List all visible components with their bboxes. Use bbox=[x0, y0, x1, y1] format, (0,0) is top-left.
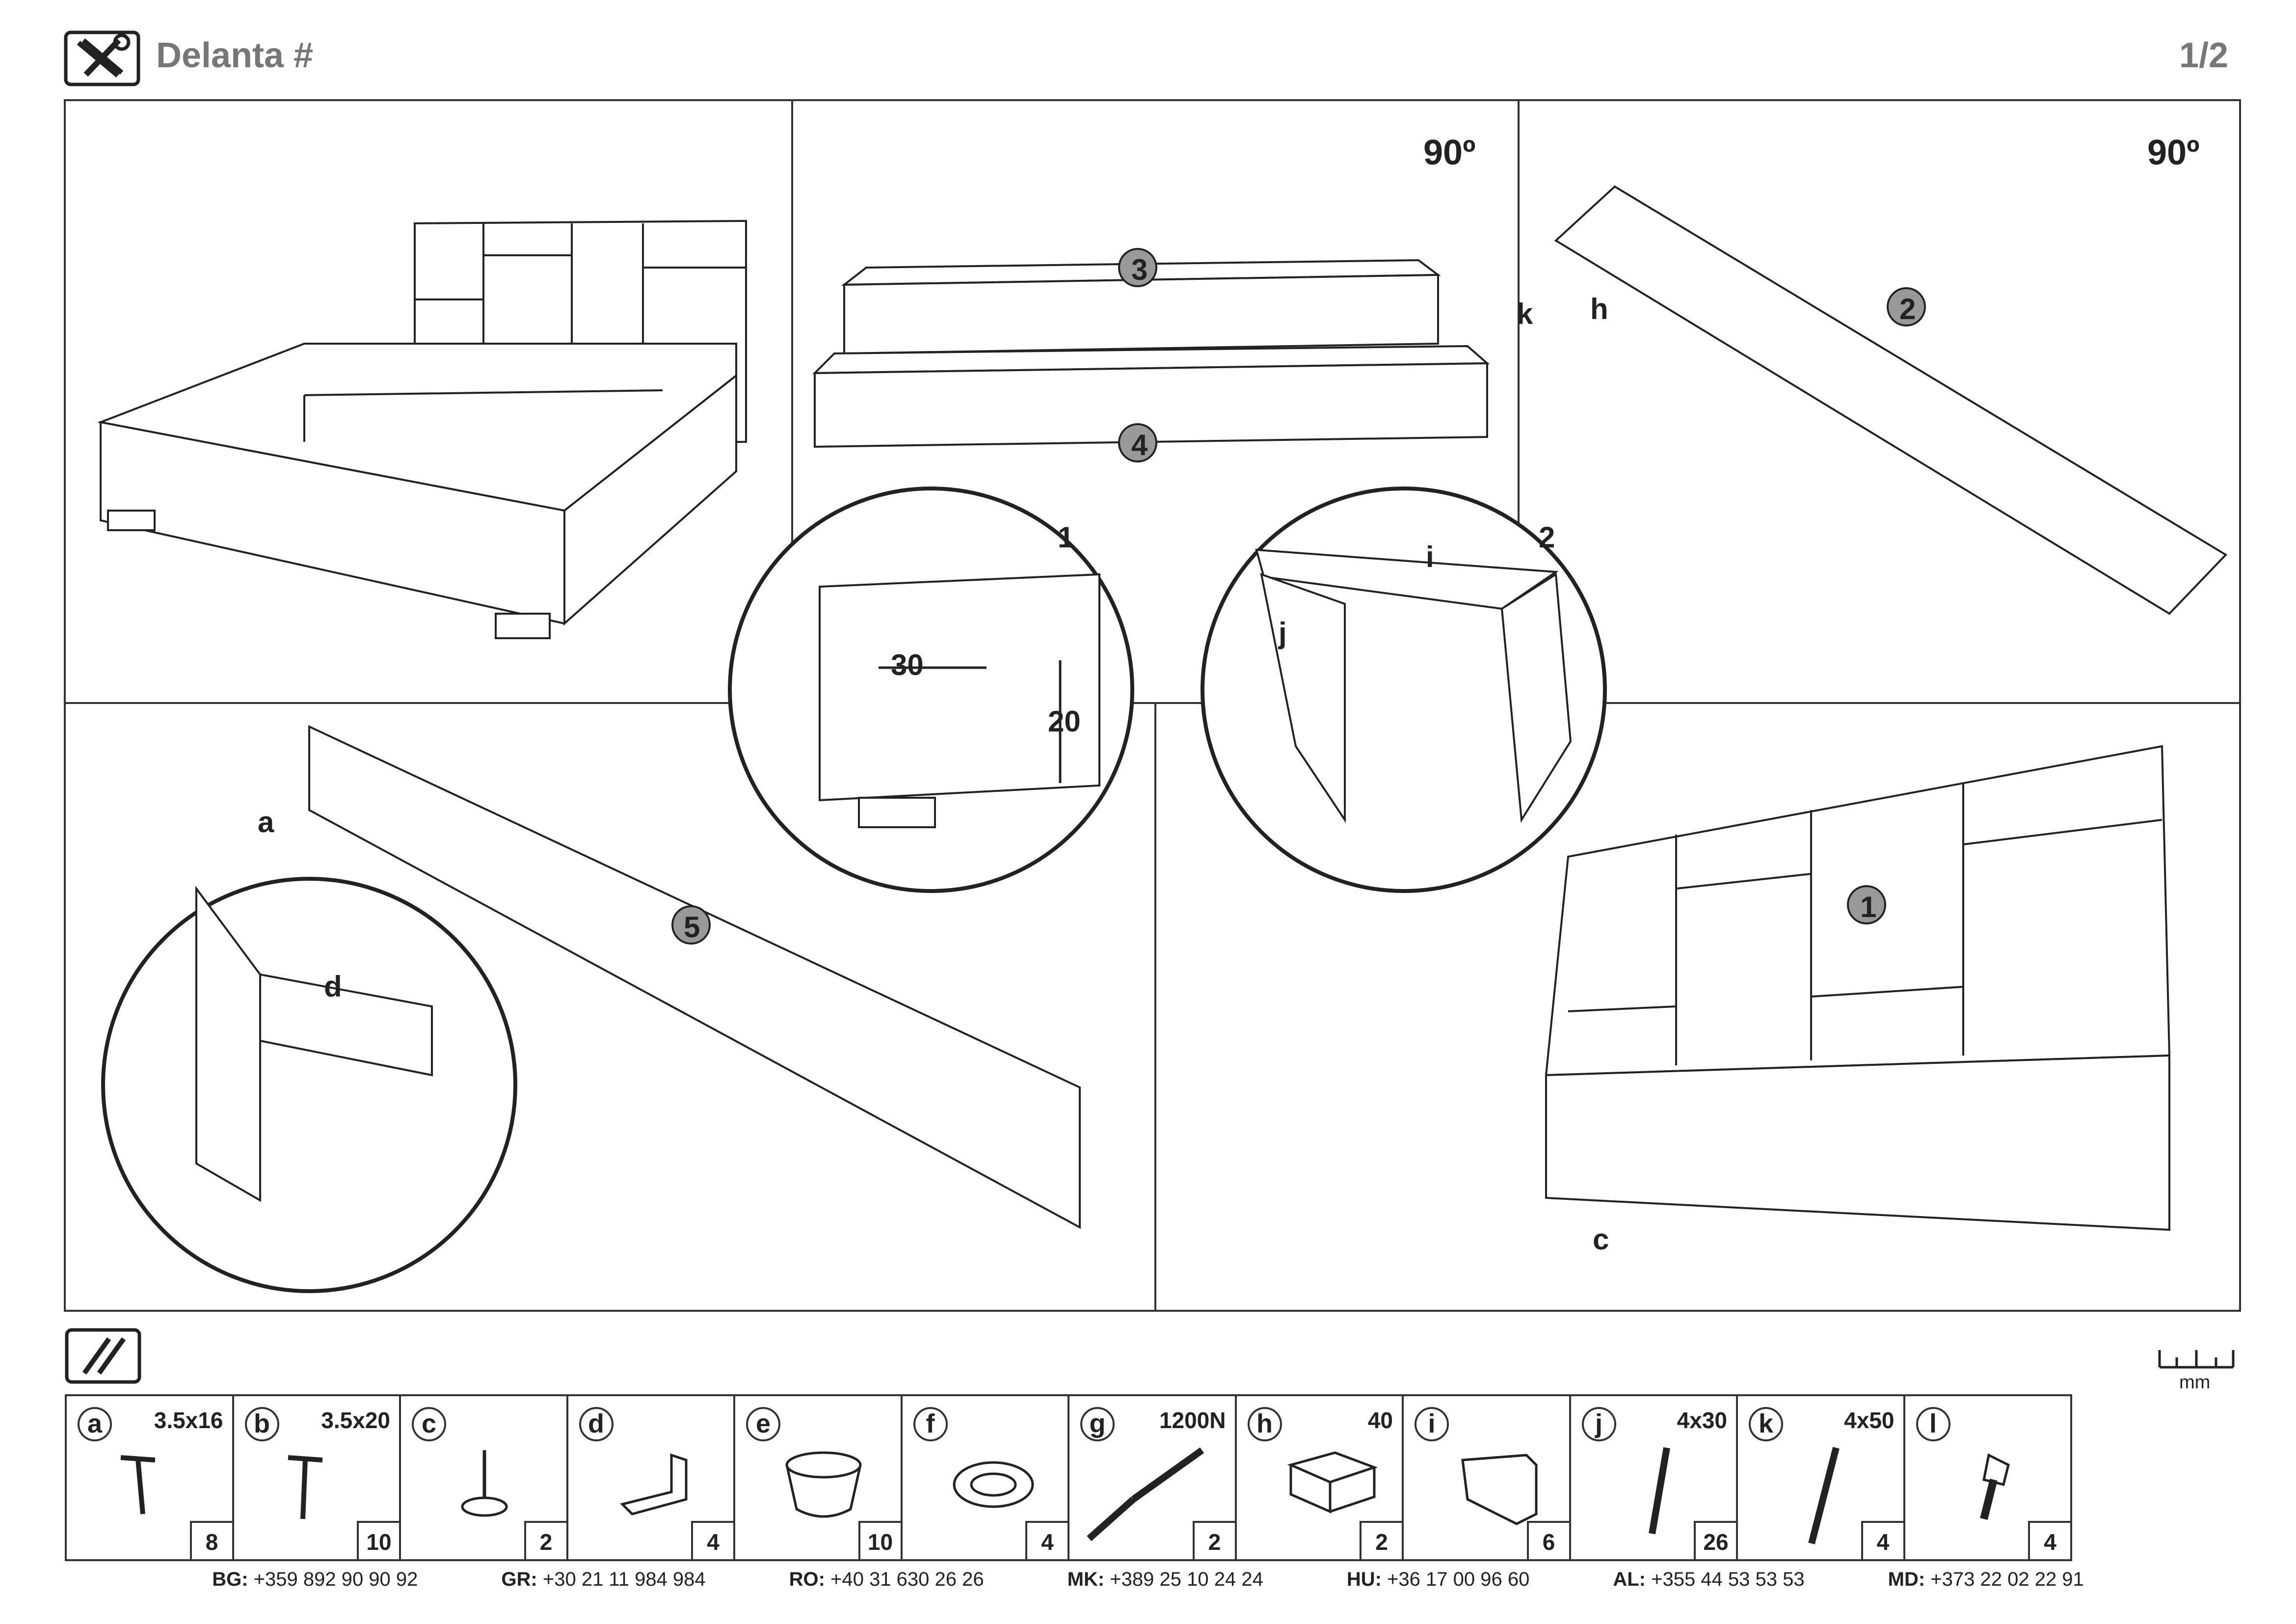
connector-icon bbox=[1287, 1451, 1378, 1514]
panel-5 bbox=[308, 725, 1081, 1229]
bed-overview bbox=[97, 219, 747, 639]
part-cell: d 4 bbox=[568, 1396, 735, 1559]
part-cell: e 10 bbox=[735, 1396, 903, 1559]
part-letter: d bbox=[579, 1407, 614, 1441]
bed-foot-icon bbox=[785, 1451, 862, 1518]
screw-icon bbox=[288, 1455, 322, 1519]
bolt-icon bbox=[1979, 1453, 2010, 1520]
part-letter: f bbox=[913, 1407, 948, 1441]
part-qty: 2 bbox=[524, 1521, 566, 1559]
panel-label: 4 bbox=[1131, 429, 1148, 461]
part-letter: h bbox=[1247, 1407, 1282, 1441]
panels-3-4 bbox=[812, 259, 1490, 448]
part-cell: a 3.5x16 8 bbox=[67, 1396, 234, 1559]
screw-icon bbox=[1648, 1447, 1670, 1535]
part-cell: l 4 bbox=[1905, 1396, 2070, 1559]
contact: MD: +373 22 02 22 91 bbox=[1888, 1569, 2084, 1590]
gas-spring-icon bbox=[1087, 1447, 1204, 1542]
panel-2 bbox=[1554, 185, 2228, 615]
part-cell: c 2 bbox=[401, 1396, 568, 1559]
part-cell: i 6 bbox=[1404, 1396, 1571, 1559]
contact: GR: +30 21 11 984 984 bbox=[501, 1569, 706, 1590]
part-cell: g 1200N 2 bbox=[1069, 1396, 1237, 1559]
assembly-illustrations bbox=[64, 99, 2241, 1312]
part-qty: 4 bbox=[1025, 1521, 1068, 1559]
part-letter: b bbox=[244, 1407, 279, 1441]
part-label-h: h bbox=[1590, 293, 1608, 325]
glide-nail-icon bbox=[461, 1450, 508, 1517]
dimension-20: 20 bbox=[1048, 705, 1081, 738]
tools-icon bbox=[64, 30, 140, 89]
detail-label: 1 bbox=[1058, 521, 1074, 554]
part-qty: 10 bbox=[858, 1521, 901, 1559]
part-label-i: i bbox=[1426, 541, 1434, 573]
part-cell: k 4x50 4 bbox=[1738, 1396, 1905, 1559]
part-size: 4x50 bbox=[1844, 1407, 1895, 1433]
ruler-unit: mm bbox=[2179, 1372, 2211, 1393]
part-qty: 6 bbox=[1526, 1521, 1569, 1559]
part-qty: 2 bbox=[1192, 1521, 1235, 1559]
part-letter: g bbox=[1080, 1407, 1115, 1441]
rotate-label-2: 90º bbox=[2147, 133, 2200, 172]
part-size: 3.5x20 bbox=[321, 1407, 390, 1433]
part-qty: 4 bbox=[2028, 1521, 2070, 1559]
page-number: 1/2 bbox=[2179, 36, 2229, 75]
assembly-steps-frame bbox=[64, 99, 2241, 1312]
part-label-k: k bbox=[1517, 298, 1533, 330]
contact: MK: +389 25 10 24 24 bbox=[1067, 1569, 1263, 1590]
page-title: Delanta # bbox=[156, 36, 314, 75]
grommet-icon bbox=[953, 1461, 1034, 1508]
part-cell: b 3.5x20 10 bbox=[234, 1396, 401, 1559]
contact: HU: +36 17 00 96 60 bbox=[1346, 1569, 1530, 1590]
part-cell: j 4x30 26 bbox=[1571, 1396, 1738, 1559]
part-qty: 26 bbox=[1694, 1521, 1736, 1559]
part-qty: 8 bbox=[189, 1521, 232, 1559]
contact: BG: +359 892 90 90 92 bbox=[212, 1569, 418, 1590]
panel-label: 3 bbox=[1131, 253, 1148, 286]
screw-icon bbox=[120, 1455, 156, 1515]
headboard-panel-1 bbox=[1545, 745, 2171, 1231]
contact: RO: +40 31 630 26 26 bbox=[789, 1569, 984, 1590]
screws-icon bbox=[65, 1328, 141, 1386]
part-label-c: c bbox=[1593, 1223, 1609, 1256]
contacts-bar: BG: +359 892 90 90 92 GR: +30 21 11 984 … bbox=[0, 1569, 2296, 1591]
part-qty: 4 bbox=[691, 1521, 733, 1559]
panel-label: 1 bbox=[1860, 891, 1877, 923]
part-letter: k bbox=[1749, 1407, 1783, 1441]
part-label-d: d bbox=[324, 970, 342, 1003]
part-letter: c bbox=[412, 1407, 446, 1441]
part-label-j: j bbox=[1279, 617, 1287, 650]
contact: AL: +355 44 53 53 53 bbox=[1613, 1569, 1805, 1590]
panel-label: 5 bbox=[684, 911, 700, 944]
part-letter: l bbox=[1916, 1407, 1950, 1441]
dimension-30: 30 bbox=[891, 649, 924, 681]
part-qty: 4 bbox=[1861, 1521, 1903, 1559]
part-qty: 10 bbox=[357, 1521, 399, 1559]
rotate-label-1: 90º bbox=[1423, 133, 1476, 172]
bracket-icon bbox=[1461, 1454, 1538, 1525]
part-size: 1200N bbox=[1159, 1407, 1226, 1433]
part-size: 4x30 bbox=[1677, 1407, 1727, 1433]
panel-label: 2 bbox=[1899, 293, 1916, 325]
part-letter: j bbox=[1581, 1407, 1616, 1441]
part-cell: h 40 2 bbox=[1237, 1396, 1404, 1559]
ruler-icon bbox=[2157, 1345, 2236, 1372]
part-letter: e bbox=[746, 1407, 780, 1441]
part-label-a: a bbox=[258, 806, 274, 839]
angle-bracket-icon bbox=[619, 1453, 687, 1516]
part-qty: 2 bbox=[1360, 1521, 1402, 1559]
part-size: 3.5x16 bbox=[154, 1407, 223, 1433]
part-cell: f 4 bbox=[903, 1396, 1069, 1559]
part-size: 40 bbox=[1367, 1407, 1393, 1433]
part-letter: i bbox=[1415, 1407, 1449, 1441]
detail-label: 2 bbox=[1539, 521, 1555, 554]
screw-icon bbox=[1808, 1447, 1840, 1544]
part-letter: a bbox=[78, 1407, 112, 1441]
parts-table: a 3.5x16 8 b 3.5x20 10 c 2 d 4 e 10 f 4 … bbox=[65, 1394, 2072, 1561]
